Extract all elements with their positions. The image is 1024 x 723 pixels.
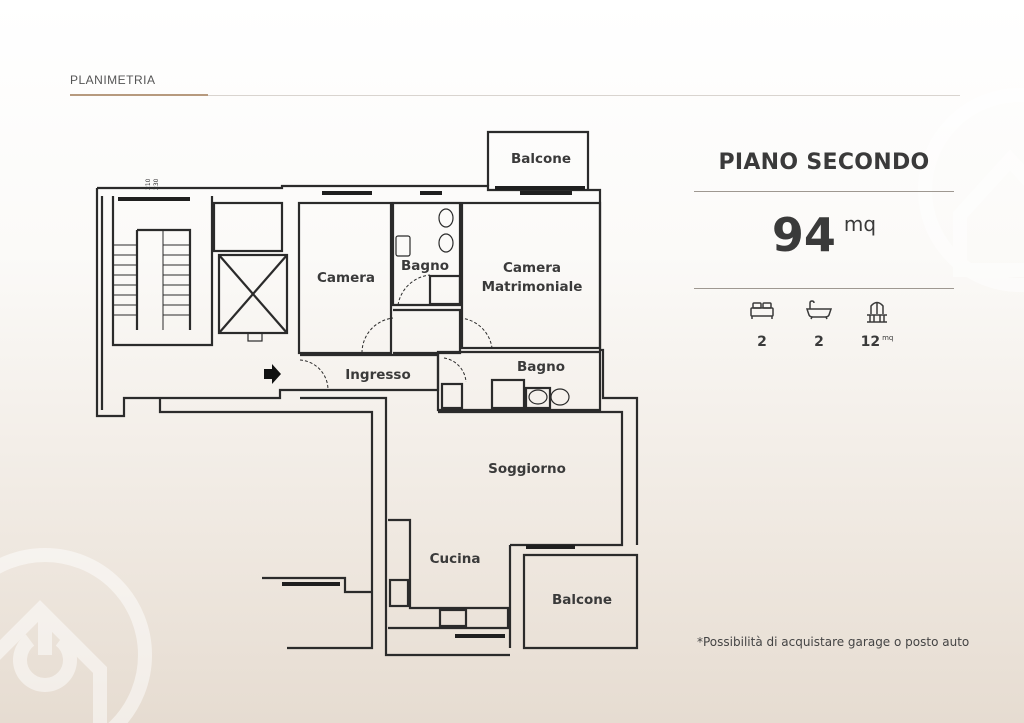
info-divider-bottom <box>694 288 954 289</box>
header-accent-bar <box>70 94 208 96</box>
bed-icon <box>750 302 774 319</box>
room-label-bagno-2: Bagno <box>517 359 565 375</box>
area-display: 94 mq <box>694 208 954 262</box>
stat-bedrooms: 2 <box>732 300 792 350</box>
room-label-balcone-top: Balcone <box>511 151 571 167</box>
bathtub-icon <box>805 300 833 320</box>
stat-bedrooms-value: 2 <box>757 334 767 350</box>
balcony-icon <box>867 301 887 323</box>
entrance-arrow-icon <box>264 364 281 384</box>
stat-bathrooms: 2 <box>789 300 849 350</box>
stair-mark-2: 230 <box>153 178 160 190</box>
room-label-camera-matrimoniale-line2: Matrimoniale <box>482 279 583 295</box>
room-label-balcone-bottom: Balcone <box>552 592 612 608</box>
area-unit: mq <box>843 212 877 236</box>
room-label-ingresso: Ingresso <box>345 367 410 383</box>
header-divider <box>70 95 960 96</box>
room-label-cucina: Cucina <box>430 551 481 567</box>
room-label-camera-matrimoniale-line1: Camera <box>503 260 561 276</box>
stat-balcony-number: 12 <box>860 334 881 350</box>
room-label-camera: Camera <box>317 270 375 286</box>
room-label-soggiorno: Soggiorno <box>488 461 566 477</box>
floor-title: PIANO SECONDO <box>718 150 930 175</box>
area-value: 94 <box>771 208 836 262</box>
stat-bathrooms-value: 2 <box>814 334 824 350</box>
stat-balcony-unit: mq <box>882 334 894 342</box>
stair-mark-1: 210 <box>145 178 152 190</box>
room-label-bagno-1: Bagno <box>401 258 449 274</box>
section-label: PLANIMETRIA <box>70 73 156 87</box>
footer-note: *Possibilità di acquistare garage o post… <box>697 635 970 649</box>
info-divider-top <box>694 191 954 192</box>
